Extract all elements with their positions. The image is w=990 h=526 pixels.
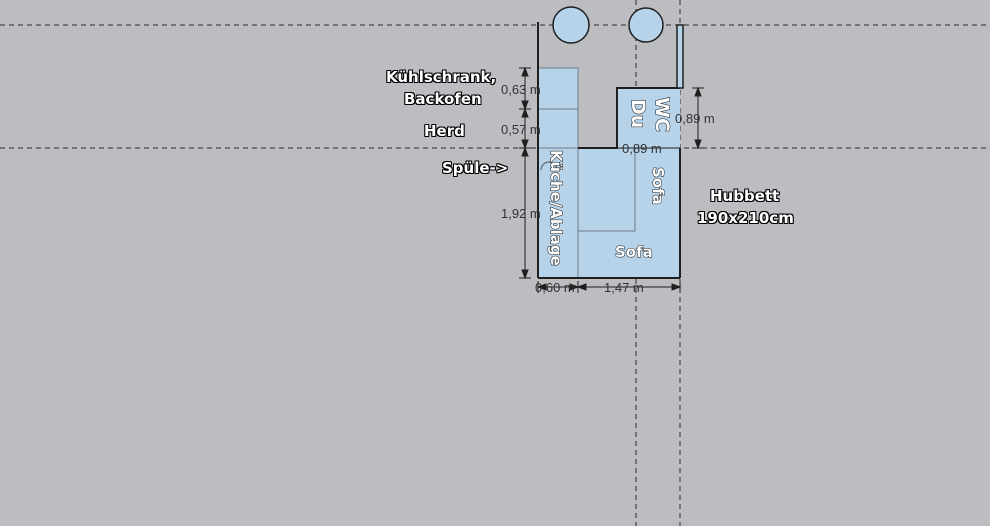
label-hubbett-size: 190x210cm [697,209,794,227]
dim-192: 1,92 m [501,206,541,221]
dim-060: 0,60 m [535,280,575,295]
dim-063: 0,63 m [501,82,541,97]
label-kueche-ablage: Küche/Ablage [547,150,565,266]
label-herd: Herd [424,122,465,140]
wall-right-upper [676,24,684,89]
dim-089-mid: 0,89 m [622,141,662,156]
label-du: Du [627,99,649,128]
dimension-lines [519,66,704,293]
label-backofen: Backofen [404,90,482,108]
dim-147: 1,47 m [604,280,644,295]
label-spuele: Spüle-> [442,159,509,177]
label-hubbett: Hubbett [710,187,780,205]
label-wc: WC [651,97,673,132]
furniture [537,67,636,278]
sink-icon [540,161,558,171]
sofa-center-block [577,147,636,232]
roof-circle-right [628,7,664,43]
kitchen-mid-block [537,108,579,149]
roof-circle-left [552,6,590,44]
dim-057: 0,57 m [501,122,541,137]
kitchen-upper-block [537,67,579,110]
label-sofa-right: Sofa [649,167,667,205]
label-kuehlschrank: Kühlschrank, [386,68,497,86]
wall-wc [578,87,680,149]
dim-089-right: 0,89 m [675,111,715,126]
walls [537,22,681,279]
label-sofa-bottom: Sofa [615,243,653,261]
